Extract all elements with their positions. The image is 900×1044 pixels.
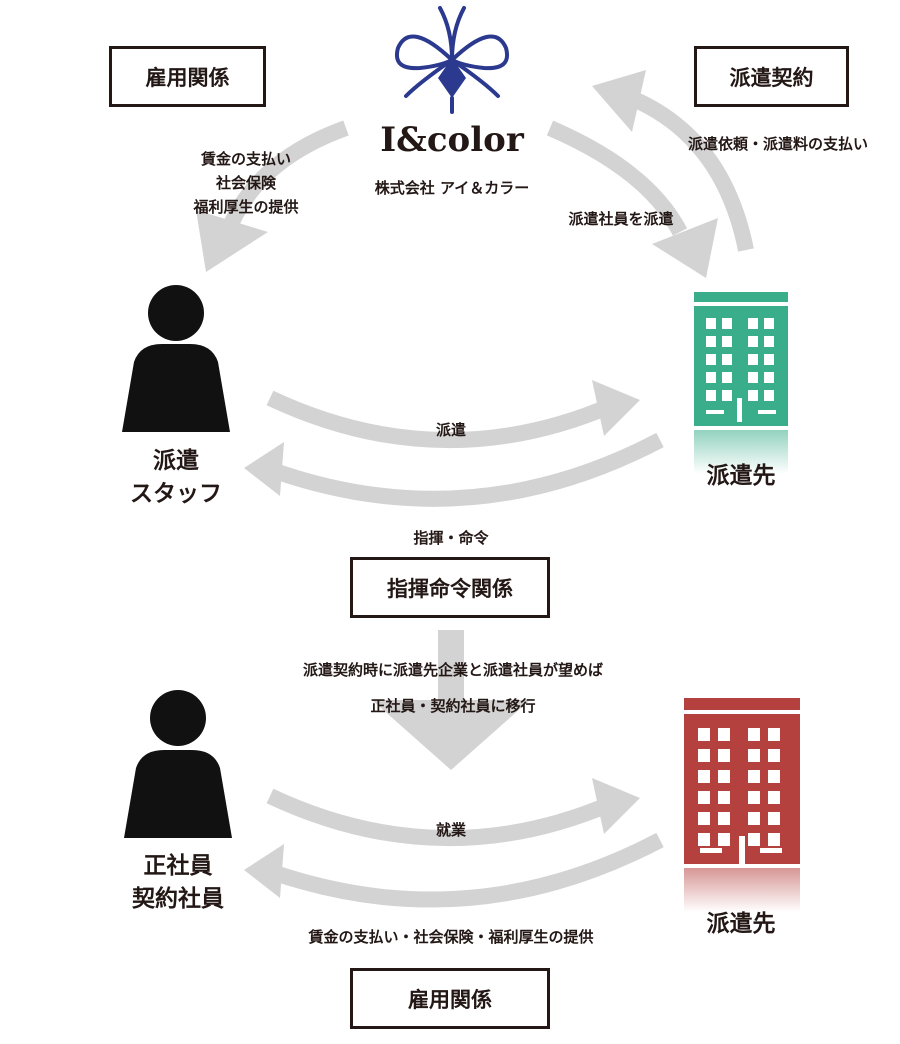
building-window [698,812,710,825]
building-window [748,812,760,825]
building-window [706,318,716,329]
building-window [768,749,780,762]
building-window [718,833,730,846]
transition-label-line2: 正社員・契約社員に移行 [370,697,536,715]
building-window [764,336,774,347]
building-door [700,848,722,853]
command-label: 指揮・命令 [413,529,489,547]
company-name: 株式会社 アイ＆カラー [374,179,530,197]
building-window [764,390,774,401]
staff-person-icon [122,285,230,432]
arrow-work [266,778,640,847]
client-building-red-icon [684,698,800,912]
arrow-company-to-client [546,120,718,278]
arrow-client-to-company [592,70,754,252]
building-window [706,336,716,347]
building-window [722,372,732,383]
pay-bottom-label: 賃金の支払い・社会保険・福利厚生の提供 [308,928,594,946]
building-window [706,390,716,401]
building-window [768,791,780,804]
building-window [718,749,730,762]
building-window [764,354,774,365]
building-window [706,354,716,365]
building-window [722,336,732,347]
request-label: 派遣依頼・派遣料の支払い [687,135,869,153]
building-window [768,770,780,783]
building-window [706,372,716,383]
employment-box-bottom: 雇用関係 [350,968,550,1029]
building-window [718,770,730,783]
arrow-company-to-staff [196,120,349,272]
pay-label-line2: 社会保険 [215,174,277,192]
building-window [748,336,758,347]
arrow-pay-bottom [244,832,664,908]
staff-label-line1: 派遣 [153,448,199,474]
client-label-top: 派遣先 [706,463,776,489]
building-window [698,833,710,846]
building-window [718,728,730,741]
building-window [768,812,780,825]
building-door [739,836,745,866]
building-window [748,354,758,365]
building-window [698,791,710,804]
staff-label-line2: スタッフ [130,481,222,507]
pay-label-line1: 賃金の支払い [200,150,292,168]
dispatch-contract-box: 派遣契約 [694,46,849,107]
building-window [722,390,732,401]
building-window [748,791,760,804]
building-window [748,749,760,762]
building-window [718,791,730,804]
building-door [706,410,724,414]
client-building-green-icon [694,292,788,474]
building-window [698,770,710,783]
building-window [764,372,774,383]
building-window [748,770,760,783]
employment-box-top: 雇用関係 [109,46,266,107]
employee-label-line2: 契約社員 [132,886,224,912]
building-window [764,318,774,329]
client-label-bottom: 派遣先 [706,911,776,937]
building-window [698,749,710,762]
arrow-transition-down [372,630,530,770]
building-window [748,390,758,401]
transition-label-line1: 派遣契約時に派遣先企業と派遣社員が望めば [302,661,604,679]
building-window [748,372,758,383]
pay-label-line3: 福利厚生の提供 [193,198,299,216]
dispatch-label: 派遣 [435,421,467,439]
building-window [698,728,710,741]
arrow-command [244,432,664,507]
building-window [748,728,760,741]
building-window [722,318,732,329]
building-window [748,833,760,846]
employee-person-icon [124,690,232,838]
command-relation-box: 指揮命令関係 [350,557,550,618]
work-label: 就業 [435,821,467,839]
building-window [722,354,732,365]
employee-label-line1: 正社員 [143,853,213,879]
company-logo-mark [395,6,509,114]
building-door [737,398,742,422]
send-staff-label: 派遣社員を派遣 [568,210,674,228]
building-window [718,812,730,825]
building-window [768,728,780,741]
building-window [768,833,780,846]
building-window [748,318,758,329]
arrow-dispatch [266,380,640,449]
building-door [760,848,782,853]
building-door [758,410,776,414]
company-logo-text: I&color [380,120,524,160]
